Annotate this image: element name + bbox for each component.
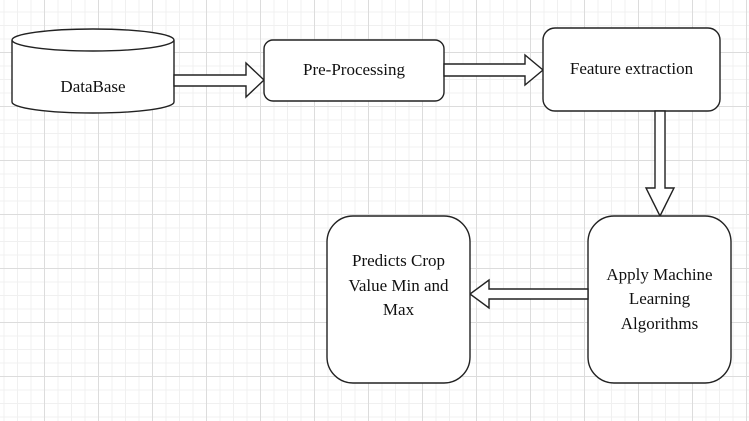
arrow-db-to-preprocessing <box>173 61 266 99</box>
arrow-ml-to-predicts <box>468 278 589 310</box>
predicts-label: Predicts Crop Value Min and Max <box>348 251 449 320</box>
feature-extraction-label: Feature extraction <box>569 59 694 79</box>
database-cylinder[interactable] <box>11 28 175 114</box>
arrow-feature-to-ml <box>644 110 676 218</box>
feature-extraction-box[interactable] <box>542 27 721 112</box>
database-label: DataBase <box>60 76 126 96</box>
apply-ml-label: Apply Machine Learning Algorithms <box>606 264 713 333</box>
arrow-preprocessing-to-feature <box>443 53 545 87</box>
predicts-box[interactable] <box>326 215 471 384</box>
preprocessing-label: Pre-Processing <box>303 60 405 80</box>
